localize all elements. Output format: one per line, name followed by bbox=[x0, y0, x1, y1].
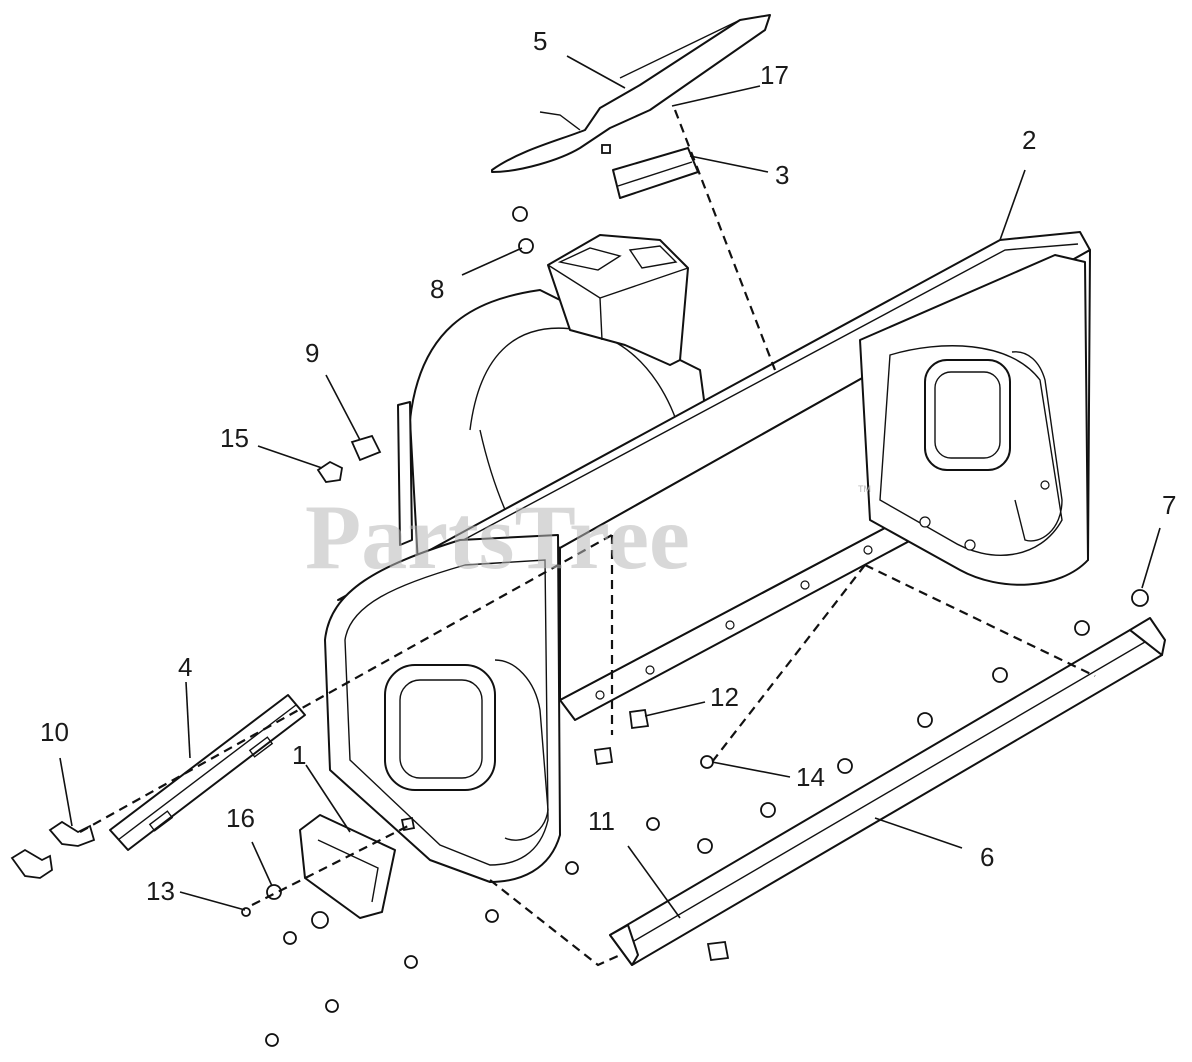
skid-shoe bbox=[299, 814, 396, 919]
callout-7: 7 bbox=[1162, 490, 1176, 520]
callout-17: 17 bbox=[760, 60, 789, 90]
chute-assembly bbox=[547, 234, 689, 366]
callout-3: 3 bbox=[775, 160, 789, 190]
callout-15: 15 bbox=[220, 423, 249, 453]
callout-11: 11 bbox=[588, 806, 615, 836]
shave-plate bbox=[609, 617, 1166, 966]
callout-8: 8 bbox=[430, 274, 444, 304]
shear-bar bbox=[109, 694, 306, 851]
hardware bbox=[10, 144, 1149, 1047]
callouts: 1 2 3 4 5 6 7 8 9 10 11 12 13 14 15 16 1… bbox=[40, 26, 1176, 906]
watermark-text: PartsTree bbox=[305, 486, 690, 588]
watermark: PartsTree TM bbox=[305, 484, 871, 588]
callout-10: 10 bbox=[40, 717, 69, 747]
callout-14: 14 bbox=[796, 762, 825, 792]
callout-6: 6 bbox=[980, 842, 994, 872]
assembly-lines bbox=[79, 109, 1096, 967]
callout-9: 9 bbox=[305, 338, 319, 368]
callout-12: 12 bbox=[710, 682, 739, 712]
leader-lines bbox=[59, 55, 1161, 919]
callout-13: 13 bbox=[146, 876, 175, 906]
callout-2: 2 bbox=[1022, 125, 1036, 155]
callout-1: 1 bbox=[292, 740, 306, 770]
auger-housing bbox=[324, 231, 1091, 883]
callout-16: 16 bbox=[226, 803, 255, 833]
watermark-trademark: TM bbox=[858, 484, 871, 494]
callout-4: 4 bbox=[178, 652, 192, 682]
callout-5: 5 bbox=[533, 26, 547, 56]
